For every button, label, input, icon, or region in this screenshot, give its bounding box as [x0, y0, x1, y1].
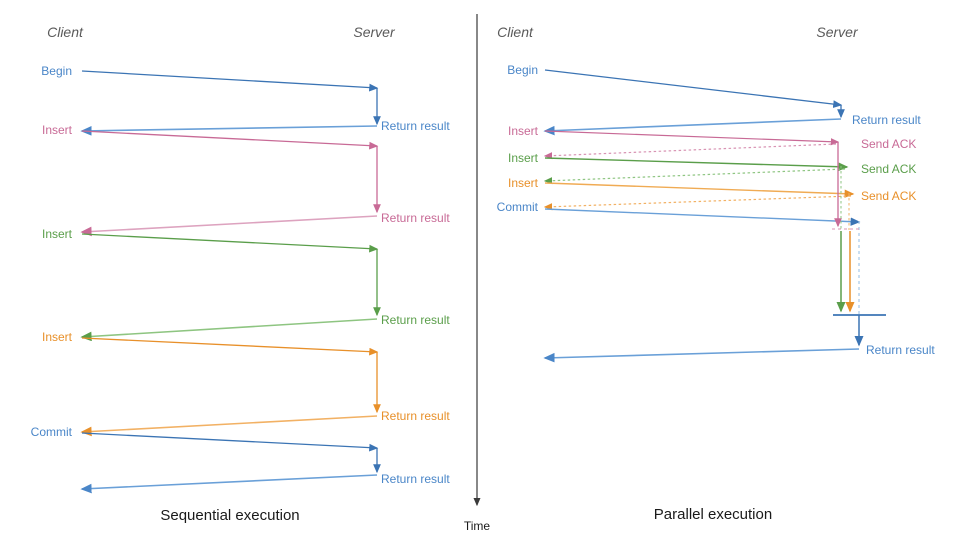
- parallel-server-lane-title: Server: [816, 24, 859, 40]
- par-server-label-send-ack-2: Send ACK: [861, 162, 916, 176]
- par-client-label-insert-3: Insert: [508, 176, 539, 190]
- par-client-label-begin: Begin: [507, 63, 538, 77]
- seq-server-label-return-2: Return result: [381, 211, 450, 225]
- par-insert3-ack-arrow: [543, 195, 852, 211]
- seq-insert2-response-arrow: [80, 318, 378, 342]
- seq-message-insert-1: [80, 130, 381, 237]
- seq-client-label-commit: Commit: [31, 425, 73, 439]
- parallel-caption: Parallel execution: [654, 506, 772, 523]
- seq-client-label-begin: Begin: [41, 64, 72, 78]
- par-server-label-send-ack-3: Send ACK: [861, 189, 916, 203]
- par-insert2-ack-arrow: [543, 168, 846, 185]
- par-insert1-request-arrow: [544, 130, 840, 146]
- seq-commit-request-arrow: [81, 432, 379, 452]
- sequential-caption: Sequential execution: [160, 507, 299, 524]
- seq-insert3-request-arrow: [81, 337, 379, 356]
- par-server-label-return-result-2: Return result: [866, 343, 935, 357]
- par-message-begin: [543, 69, 845, 136]
- par-client-label-commit: Commit: [497, 200, 539, 214]
- seq-message-insert-3: [80, 337, 381, 437]
- panel-parallel: Client Server: [497, 24, 936, 523]
- seq-client-label-insert-1: Insert: [42, 123, 73, 137]
- parallel-client-lane-title: Client: [497, 24, 534, 40]
- par-commit-request-arrow: [544, 208, 861, 226]
- seq-client-label-insert-3: Insert: [42, 330, 73, 344]
- par-client-label-insert-2: Insert: [508, 151, 539, 165]
- seq-insert3-response-arrow: [80, 415, 378, 437]
- seq-commit-response-arrow: [80, 474, 378, 494]
- panel-sequential: Client Server: [31, 24, 451, 524]
- sequential-client-lane-title: Client: [47, 24, 84, 40]
- seq-server-label-return-3: Return result: [381, 313, 450, 327]
- seq-server-label-return-5: Return result: [381, 472, 450, 486]
- sequential-server-lane-title: Server: [353, 24, 396, 40]
- par-client-label-insert-1: Insert: [508, 124, 539, 138]
- seq-insert1-request-arrow: [81, 130, 379, 150]
- par-insert1-ack-arrow: [543, 143, 837, 160]
- par-begin-request-arrow: [544, 69, 843, 108]
- seq-server-label-return-4: Return result: [381, 409, 450, 423]
- seq-begin-response-arrow: [80, 125, 378, 136]
- seq-message-insert-2: [80, 233, 381, 342]
- par-insert3-request-arrow: [544, 182, 855, 198]
- time-axis: Time: [464, 14, 491, 533]
- par-server-label-return-result-1: Return result: [852, 113, 921, 127]
- par-insert2-request-arrow: [544, 157, 849, 171]
- seq-client-label-insert-2: Insert: [42, 227, 73, 241]
- seq-insert1-response-arrow: [80, 215, 378, 237]
- par-begin-response-arrow: [543, 118, 842, 136]
- seq-message-begin: [80, 70, 381, 136]
- seq-message-commit: [80, 432, 381, 494]
- seq-server-label-return-1: Return result: [381, 119, 450, 133]
- seq-begin-request-arrow: [81, 70, 379, 92]
- par-final-response-arrow: [543, 348, 860, 363]
- seq-insert2-request-arrow: [81, 233, 379, 253]
- par-server-label-send-ack-1: Send ACK: [861, 137, 916, 151]
- time-axis-label: Time: [464, 519, 491, 533]
